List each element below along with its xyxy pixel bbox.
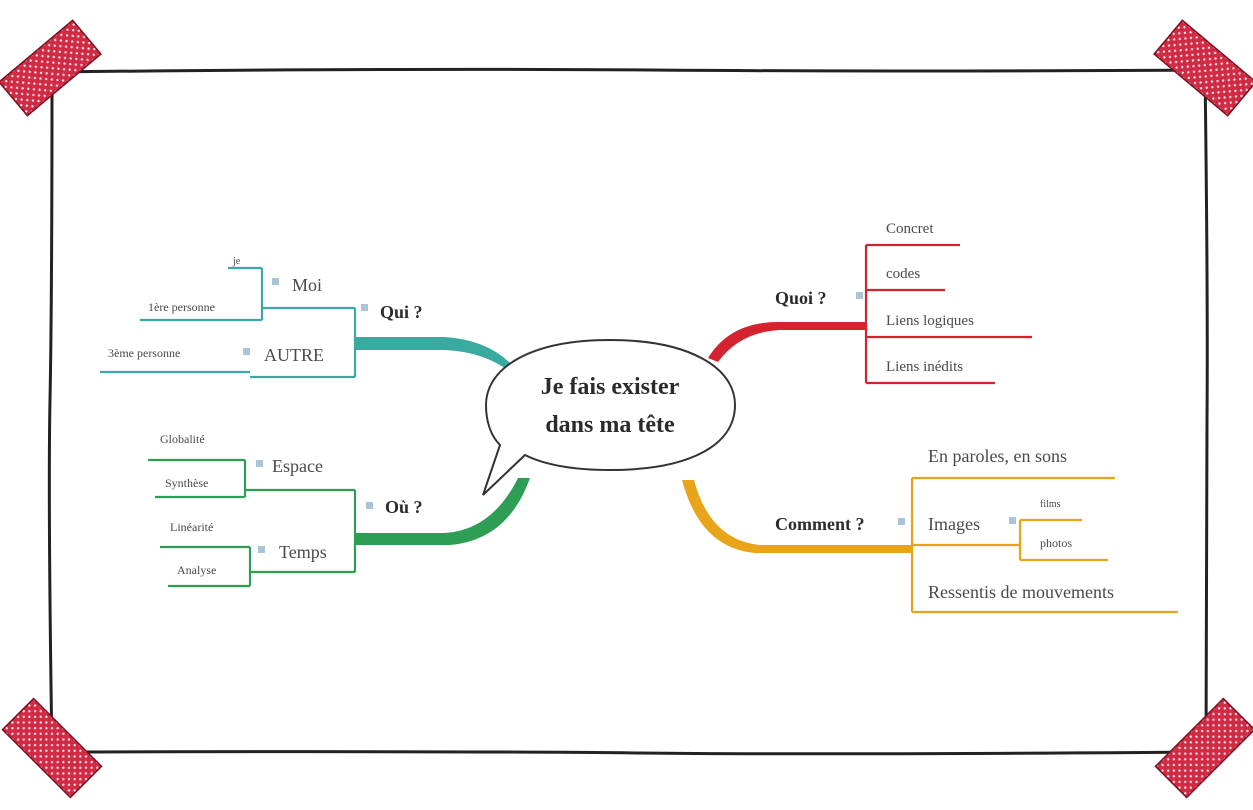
photos-label: photos: [1040, 536, 1072, 550]
je-label: je: [232, 256, 241, 267]
espace-label: Espace: [272, 456, 323, 476]
quoi-label: Quoi ?: [775, 288, 827, 308]
autre-label: AUTRE: [264, 345, 324, 365]
center-title-line1: Je fais exister: [541, 374, 680, 400]
ou-thick-connector: [355, 478, 530, 545]
ressentis-label: Ressentis de mouvements: [928, 582, 1114, 602]
comment-thick-connector: [682, 480, 912, 553]
tape-bottom-left: [1, 697, 103, 799]
liens-logiques-label: Liens logiques: [886, 313, 974, 329]
moi-label: Moi: [292, 275, 322, 295]
analyse-label: Analyse: [177, 563, 216, 577]
center-title-line2: dans ma tête: [545, 412, 675, 438]
qui-thick-connector: [355, 337, 515, 376]
branch-ou: [148, 458, 530, 588]
films-label: films: [1040, 499, 1061, 510]
tape-top-left: [0, 19, 102, 117]
branch-qui: [100, 266, 515, 379]
tape-top-right: [1153, 19, 1253, 117]
concret-label: Concret: [886, 221, 934, 237]
ou-label: Où ?: [385, 497, 423, 517]
quoi-thick-connector: [708, 322, 866, 362]
branch-comment: [682, 476, 1178, 614]
qui-label: Qui ?: [380, 302, 423, 322]
synthese-label: Synthèse: [165, 476, 208, 490]
troisieme-personne-label: 3ème personne: [108, 346, 180, 360]
linearite-label: Linéarité: [170, 520, 213, 534]
comment-label: Comment ?: [775, 514, 864, 534]
paroles-label: En paroles, en sons: [928, 446, 1067, 466]
temps-label: Temps: [279, 542, 327, 562]
bullet-dots: [243, 278, 1016, 553]
images-label: Images: [928, 514, 980, 534]
liens-inedits-label: Liens inédits: [886, 359, 963, 375]
tape-bottom-right: [1154, 697, 1253, 799]
globalite-label: Globalité: [160, 432, 205, 446]
premiere-personne-label: 1ère personne: [148, 300, 215, 314]
center-bubble: [482, 338, 737, 496]
branch-quoi: [708, 243, 1032, 385]
codes-label: codes: [886, 266, 920, 282]
